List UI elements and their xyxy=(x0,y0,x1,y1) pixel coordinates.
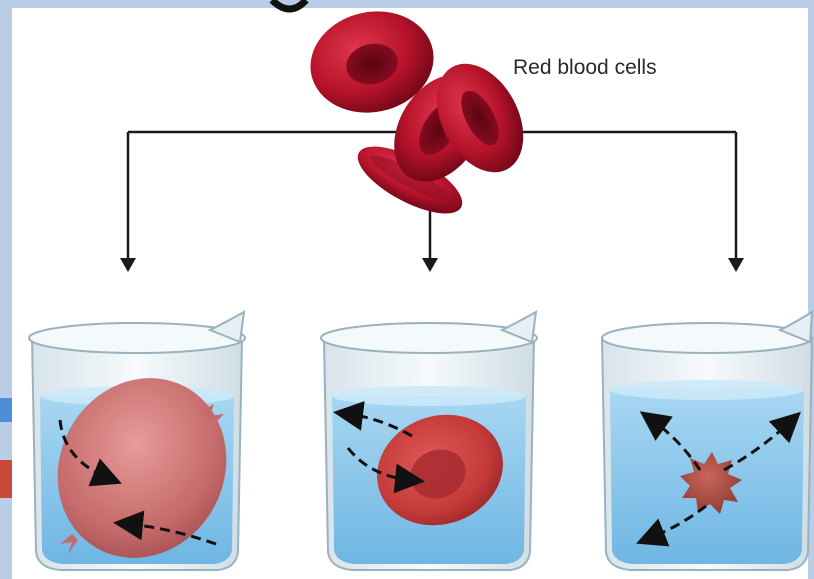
red-blood-cells-label: Red blood cells xyxy=(513,56,657,80)
arrowhead-left xyxy=(120,258,136,272)
beaker-left xyxy=(26,312,257,579)
arrowhead-right xyxy=(728,258,744,272)
beaker-right xyxy=(602,312,812,570)
connector-arrowheads xyxy=(120,258,744,272)
clipped-title-glyph xyxy=(272,0,306,9)
beaker-center xyxy=(321,312,537,570)
arrowhead-center xyxy=(422,258,438,272)
red-blood-cell-cluster xyxy=(301,0,541,226)
